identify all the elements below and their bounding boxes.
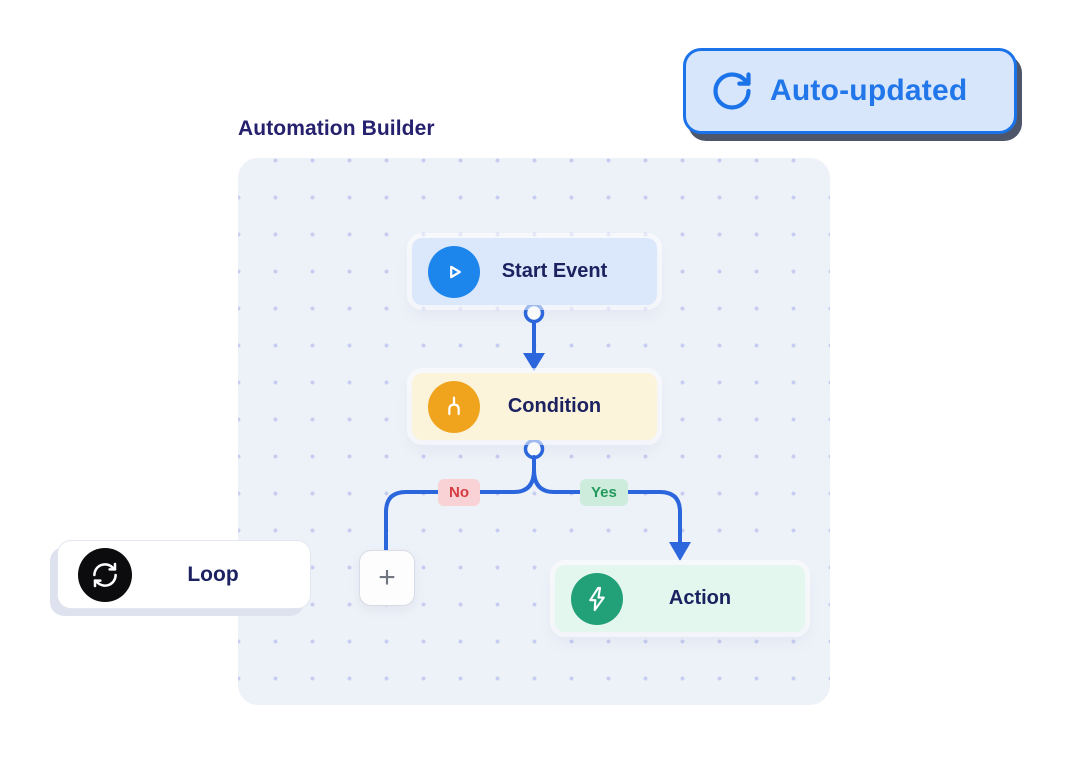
auto-updated-label: Auto-updated [770, 74, 968, 107]
action-label: Action [668, 587, 732, 609]
node-start-event[interactable]: Start Event [412, 238, 657, 305]
play-icon [428, 245, 480, 298]
node-condition[interactable]: Condition [412, 373, 657, 440]
start-event-label: Start Event [501, 260, 608, 282]
condition-label: Condition [507, 395, 602, 417]
flow-canvas[interactable]: Start Event Condition No Yes + Action [238, 158, 830, 705]
sync-icon [78, 547, 132, 602]
auto-updated-badge[interactable]: Auto-updated [683, 48, 1017, 134]
branch-icon [428, 380, 480, 433]
loop-card[interactable]: Loop [57, 540, 311, 609]
branch-label-no: No [438, 479, 480, 506]
lightning-icon [571, 572, 623, 625]
loop-label: Loop [187, 562, 239, 586]
add-step-button[interactable]: + [359, 550, 415, 606]
refresh-icon [713, 72, 751, 110]
node-action[interactable]: Action [555, 565, 805, 632]
page-title: Automation Builder [238, 117, 435, 140]
branch-label-yes: Yes [580, 479, 628, 506]
plus-icon: + [378, 561, 396, 594]
